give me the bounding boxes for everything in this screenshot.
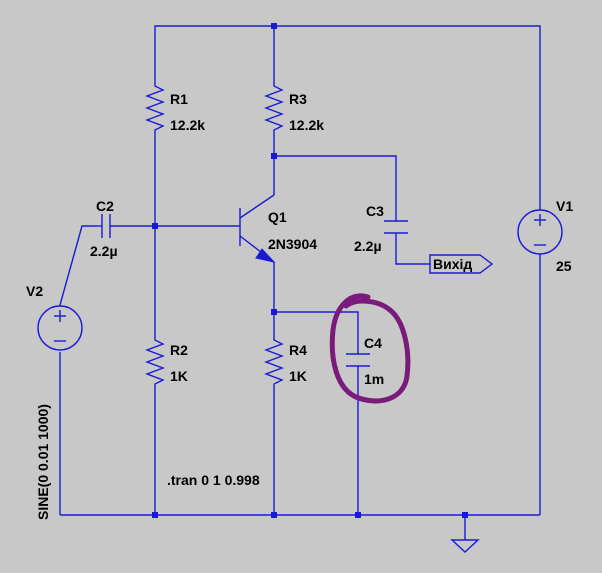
v2-name: V2	[26, 283, 43, 299]
junction-bottom-gnd	[462, 512, 468, 518]
v2-value: SINE(0 0.01 1000)	[35, 404, 51, 520]
ground-icon	[450, 539, 480, 553]
c2-name: C2	[96, 198, 114, 214]
transistor-q1[interactable]: Q1 2N3904	[239, 194, 317, 263]
voltage-source-v1[interactable]: V1 25	[517, 198, 573, 274]
top-rail-wire	[154, 25, 541, 205]
resistor-r1[interactable]: R1 12.2k	[145, 76, 205, 140]
annotation-circle	[329, 293, 411, 404]
resistor-r2[interactable]: R2 1K	[145, 330, 188, 390]
simulation-directive[interactable]: .tran 0 1 0.998	[167, 472, 260, 488]
c4-top-wire	[274, 311, 359, 354]
c3-value: 2.2µ	[354, 238, 382, 254]
v1-value: 25	[556, 258, 572, 274]
q1-model: 2N3904	[268, 236, 317, 252]
junction-bottom-r4	[271, 512, 277, 518]
c3-name: C3	[366, 203, 384, 219]
capacitor-c4[interactable]: C4 1m	[346, 335, 384, 387]
r2-name: R2	[170, 342, 188, 358]
junction-bottom-r2	[152, 512, 158, 518]
c2-input-wire	[59, 225, 96, 306]
wires	[59, 25, 541, 540]
junction-bottom-c4	[355, 512, 361, 518]
r1-value: 12.2k	[170, 117, 205, 133]
r3-value: 12.2k	[289, 117, 324, 133]
junctions	[152, 23, 468, 518]
r3-name: R3	[289, 91, 307, 107]
c4-name: C4	[364, 335, 382, 351]
r4-name: R4	[289, 342, 307, 358]
output-label-text: Вихід	[433, 256, 472, 272]
emitter-arrow-icon	[255, 248, 276, 263]
capacitor-c2[interactable]: C2 2.2µ	[90, 198, 118, 259]
capacitor-c3[interactable]: C3 2.2µ	[354, 203, 408, 254]
junction-base	[152, 223, 158, 229]
r4-value: 1K	[289, 368, 307, 384]
c3-output-wire	[395, 233, 430, 265]
v1-name: V1	[556, 198, 573, 214]
r1-name: R1	[170, 91, 188, 107]
c4-value: 1m	[364, 371, 384, 387]
q1-name: Q1	[268, 209, 287, 225]
junction-collector	[271, 153, 277, 159]
junction-emitter	[271, 309, 277, 315]
junction-top	[271, 23, 277, 29]
c3-top-wire	[274, 155, 397, 221]
resistor-r3[interactable]: R3 12.2k	[264, 76, 324, 140]
output-net-label[interactable]: Вихід	[429, 254, 494, 274]
r2-value: 1K	[170, 368, 188, 384]
c2-value: 2.2µ	[90, 243, 118, 259]
resistor-r4[interactable]: R4 1K	[264, 330, 307, 390]
voltage-source-v2[interactable]: V2 SINE(0 0.01 1000)	[26, 283, 83, 520]
